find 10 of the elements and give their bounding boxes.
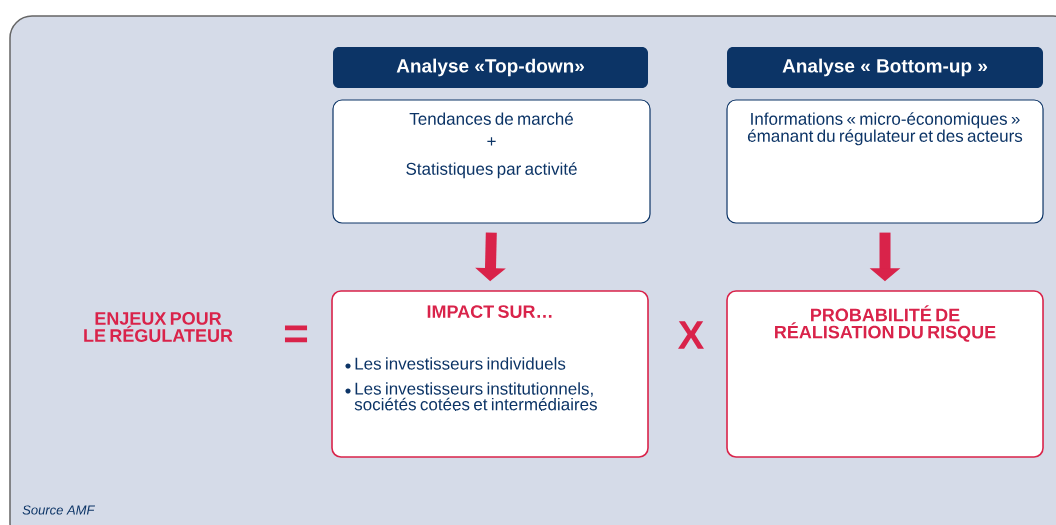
- statement-text: ENJEUX POUR LE RÉGULATEUR: [84, 312, 233, 342]
- header-band: Analyse «Top-down»: [333, 47, 648, 88]
- result-box: IMPACT SUR… Les investisseurs individuels Les investisseurs institutionnels, sociétés cotées et intermédiaires: [331, 290, 649, 458]
- equals-sign: =: [285, 325, 308, 343]
- header-band: Analyse « Bottom-up »: [727, 47, 1043, 88]
- multiply-sign: X: [678, 321, 704, 349]
- source-note: Source AMF: [22, 505, 96, 515]
- text-box: Informations « micro-économiques » émanant du régulateur et des acteurs: [726, 99, 1044, 224]
- result-box: PROBABILITÉ DE RÉALISATION DU RISQUE: [726, 290, 1044, 458]
- text-box: Tendances de marché + Statistiques par activité: [332, 99, 651, 224]
